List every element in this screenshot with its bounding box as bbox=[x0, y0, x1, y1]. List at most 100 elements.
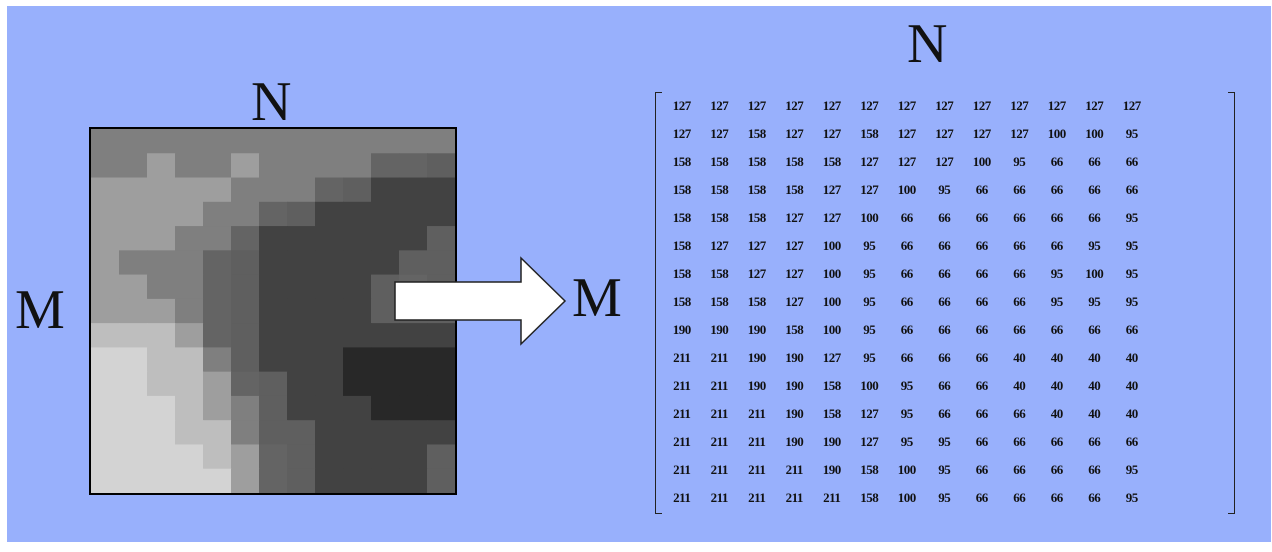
pixel-cell bbox=[119, 323, 148, 348]
matrix-cell: 127 bbox=[897, 98, 916, 113]
pixel-cell bbox=[91, 371, 120, 397]
pixel-cell bbox=[399, 226, 428, 251]
pixel-cell bbox=[119, 444, 148, 470]
pixel-cell bbox=[231, 420, 260, 446]
matrix-cell: 127 bbox=[1085, 98, 1104, 113]
matrix-cell: 158 bbox=[747, 154, 766, 169]
pixel-cell bbox=[231, 347, 260, 373]
matrix-cell: 100 bbox=[1085, 126, 1104, 141]
pixel-cell bbox=[91, 468, 120, 493]
matrix-cell: 100 bbox=[897, 490, 916, 505]
matrix-cell: 66 bbox=[975, 322, 988, 337]
pixel-cell bbox=[175, 274, 204, 300]
pixel-cell bbox=[147, 323, 176, 348]
matrix-cell: 66 bbox=[1013, 434, 1026, 449]
matrix-cell: 127 bbox=[897, 126, 916, 141]
matrix-cell: 66 bbox=[900, 322, 913, 337]
pixel-cell bbox=[399, 323, 428, 348]
pixel-cell bbox=[91, 323, 120, 348]
matrix-cell: 95 bbox=[900, 434, 913, 449]
matrix-cell: 100 bbox=[822, 322, 841, 337]
pixel-cell bbox=[175, 371, 204, 397]
matrix-cell: 66 bbox=[1050, 434, 1063, 449]
pixel-cell bbox=[119, 153, 148, 179]
matrix-cell: 211 bbox=[823, 490, 841, 505]
pixel-cell bbox=[231, 298, 260, 324]
matrix-cell: 95 bbox=[1050, 294, 1063, 309]
matrix-cell: 66 bbox=[1088, 322, 1101, 337]
matrix-cell: 66 bbox=[975, 406, 988, 421]
pixel-cell bbox=[343, 323, 372, 348]
pixel-cell bbox=[175, 250, 204, 276]
matrix-left-bracket bbox=[655, 92, 662, 514]
matrix-cell: 66 bbox=[1125, 434, 1138, 449]
matrix-cell: 127 bbox=[1122, 98, 1141, 113]
pixel-cell bbox=[147, 177, 176, 203]
matrix-cell: 95 bbox=[1125, 294, 1138, 309]
pixel-cell bbox=[91, 444, 120, 470]
pixel-cell bbox=[427, 226, 455, 251]
matrix-cell: 100 bbox=[822, 294, 841, 309]
matrix-cell: 158 bbox=[747, 182, 766, 197]
matrix-cell: 66 bbox=[1125, 154, 1138, 169]
pixel-cell bbox=[399, 250, 428, 276]
matrix-cell: 127 bbox=[935, 126, 954, 141]
matrix-cell: 158 bbox=[785, 322, 804, 337]
pixel-cell bbox=[371, 395, 400, 421]
pixel-cell bbox=[315, 468, 344, 493]
grayscale-pixel-grid bbox=[91, 129, 455, 493]
matrix-cell: 211 bbox=[748, 406, 766, 421]
pixel-cell bbox=[175, 347, 204, 373]
pixel-cell bbox=[315, 274, 344, 300]
matrix-cell: 190 bbox=[785, 378, 804, 393]
pixel-cell bbox=[231, 444, 260, 470]
matrix-cell: 66 bbox=[1050, 238, 1063, 253]
matrix-cell: 127 bbox=[785, 294, 804, 309]
pixel-cell bbox=[147, 129, 176, 154]
matrix-cell: 40 bbox=[1050, 378, 1063, 393]
matrix-cell: 66 bbox=[1013, 322, 1026, 337]
matrix-cell: 158 bbox=[860, 462, 879, 477]
pixel-cell bbox=[203, 250, 232, 276]
pixel-cell bbox=[343, 274, 372, 300]
matrix-cell: 127 bbox=[747, 266, 766, 281]
pixel-cell bbox=[399, 153, 428, 179]
matrix-cell: 158 bbox=[785, 182, 804, 197]
pixel-cell bbox=[231, 129, 260, 154]
pixel-cell bbox=[371, 347, 400, 373]
matrix-cell: 127 bbox=[747, 238, 766, 253]
matrix-cell: 66 bbox=[1088, 154, 1101, 169]
matrix-cell: 158 bbox=[822, 154, 841, 169]
pixel-cell bbox=[119, 395, 148, 421]
matrix-cell: 127 bbox=[1047, 98, 1066, 113]
matrix-cell: 66 bbox=[975, 238, 988, 253]
pixel-cell bbox=[259, 371, 288, 397]
pixel-cell bbox=[287, 395, 316, 421]
matrix-cell: 95 bbox=[863, 322, 876, 337]
pixel-cell bbox=[399, 395, 428, 421]
matrix-cell: 66 bbox=[1013, 238, 1026, 253]
matrix-cell: 40 bbox=[1125, 378, 1138, 393]
pixel-cell bbox=[315, 371, 344, 397]
matrix-cell: 95 bbox=[1125, 490, 1138, 505]
matrix-cell: 190 bbox=[822, 434, 841, 449]
matrix-cell: 158 bbox=[672, 266, 691, 281]
pixel-cell bbox=[119, 177, 148, 203]
pixel-cell bbox=[343, 177, 372, 203]
pixel-cell bbox=[287, 153, 316, 179]
pixel-cell bbox=[315, 153, 344, 179]
matrix-cell: 66 bbox=[938, 378, 951, 393]
pixel-cell bbox=[259, 129, 288, 154]
matrix-cell: 127 bbox=[710, 126, 729, 141]
matrix-cell: 95 bbox=[938, 490, 951, 505]
matrix-cell: 40 bbox=[1088, 378, 1101, 393]
pixel-cell bbox=[91, 250, 120, 276]
matrix-cell: 211 bbox=[673, 350, 691, 365]
matrix-cell: 211 bbox=[710, 350, 729, 365]
